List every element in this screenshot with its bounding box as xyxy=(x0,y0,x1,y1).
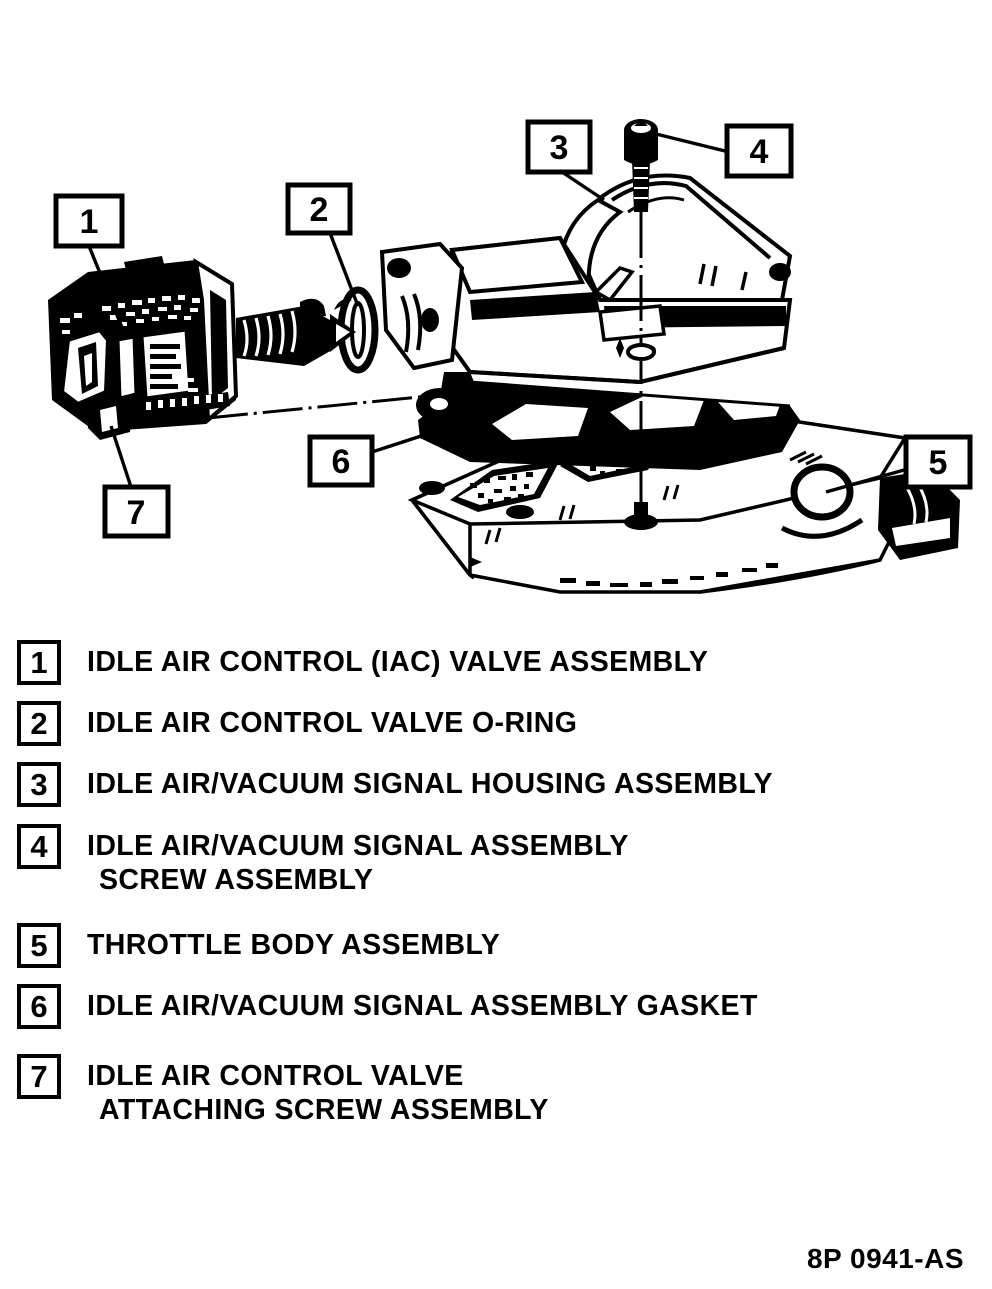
legend-label-3: IDLE AIR/VACUUM SIGNAL HOUSING ASSEMBLY xyxy=(87,768,773,800)
callout-number-1: 1 xyxy=(80,203,99,241)
callout-number-7: 7 xyxy=(127,494,146,532)
housing-assembly xyxy=(379,173,793,396)
legend-label-7-line1: IDLE AIR CONTROL VALVE xyxy=(87,1060,464,1092)
callout-box-7[interactable]: 7 xyxy=(102,484,171,539)
legend-row-1: 1 IDLE AIR CONTROL (IAC) VALVE ASSEMBLY xyxy=(17,640,708,685)
legend-number-7: 7 xyxy=(17,1054,61,1099)
assembly-centerline xyxy=(207,390,471,420)
legend-number-3: 3 xyxy=(17,762,61,807)
callout-leaders xyxy=(87,132,905,494)
legend-label-7-line2: ATTACHING SCREW ASSEMBLY xyxy=(99,1093,549,1126)
legend-label-2: IDLE AIR CONTROL VALVE O-RING xyxy=(87,707,578,739)
callout-number-4: 4 xyxy=(750,133,769,171)
gasket xyxy=(416,380,800,470)
o-ring xyxy=(334,286,379,374)
callout-number-2: 2 xyxy=(310,191,329,229)
legend-number-4: 4 xyxy=(17,824,61,869)
callout-number-5: 5 xyxy=(929,444,948,482)
figure-code: 8P 0941-AS xyxy=(806,1243,964,1274)
callout-box-4[interactable]: 4 xyxy=(724,123,794,179)
callout-box-5[interactable]: 5 xyxy=(903,434,973,490)
legend-number-6: 6 xyxy=(17,984,61,1029)
legend-label-4-line2: SCREW ASSEMBLY xyxy=(99,863,374,896)
legend-label-5: THROTTLE BODY ASSEMBLY xyxy=(87,929,501,961)
legend-row-3: 3 IDLE AIR/VACUUM SIGNAL HOUSING ASSEMBL… xyxy=(17,762,773,807)
legend-number-2: 2 xyxy=(17,701,61,746)
legend-number-5: 5 xyxy=(17,923,61,968)
legend-label-6: IDLE AIR/VACUUM SIGNAL ASSEMBLY GASKET xyxy=(87,990,758,1022)
callout-box-3[interactable]: 3 xyxy=(525,119,593,175)
diagram-canvas: 1 2 3 4 5 6 7 xyxy=(48,119,973,594)
parts-legend: 1 IDLE AIR CONTROL (IAC) VALVE ASSEMBLY … xyxy=(0,640,992,1160)
signal-assembly-screw xyxy=(624,119,658,530)
legend-row-5: 5 THROTTLE BODY ASSEMBLY xyxy=(17,923,500,968)
iac-valve-assembly xyxy=(48,256,356,432)
attaching-screw xyxy=(88,392,230,440)
legend-label-1: IDLE AIR CONTROL (IAC) VALVE ASSEMBLY xyxy=(87,646,709,678)
callout-box-6[interactable]: 6 xyxy=(307,434,375,488)
legend-label-4-line1: IDLE AIR/VACUUM SIGNAL ASSEMBLY xyxy=(87,830,629,862)
exploded-view-diagram: 1 2 3 4 5 6 7 xyxy=(0,0,992,640)
callout-box-2[interactable]: 2 xyxy=(285,182,353,236)
callout-number-6: 6 xyxy=(332,443,351,481)
callout-box-1[interactable]: 1 xyxy=(53,193,125,249)
legend-row-6: 6 IDLE AIR/VACUUM SIGNAL ASSEMBLY GASKET xyxy=(17,984,758,1029)
legend-row-2: 2 IDLE AIR CONTROL VALVE O-RING xyxy=(17,701,577,746)
callout-number-3: 3 xyxy=(550,129,569,167)
legend-number-1: 1 xyxy=(17,640,61,685)
